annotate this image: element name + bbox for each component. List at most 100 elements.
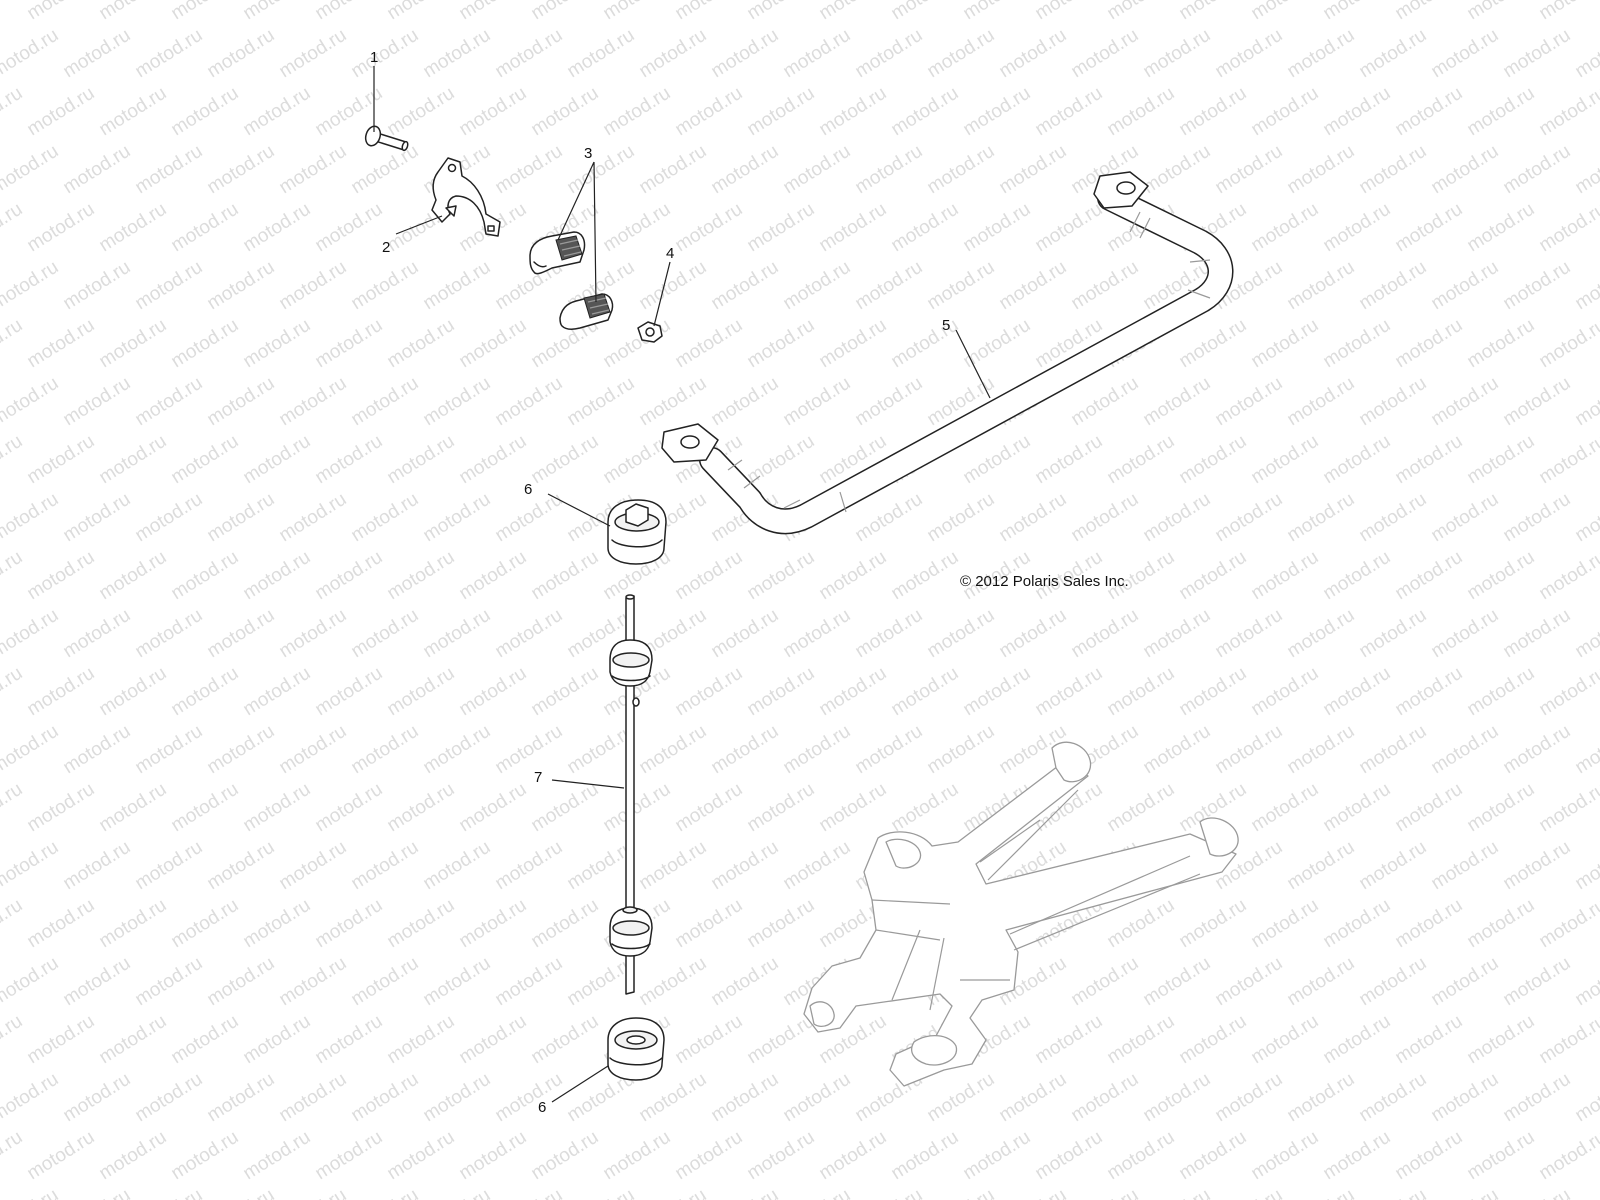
watermark-text: motod.ru — [672, 779, 747, 837]
part-6-bushing-upper — [607, 499, 667, 565]
watermark-text: motod.ru — [1428, 605, 1503, 663]
watermark-text: motod.ru — [816, 0, 891, 24]
watermark-text: motod.ru — [240, 547, 315, 605]
watermark-text: motod.ru — [348, 489, 423, 547]
watermark-text: motod.ru — [1032, 1127, 1107, 1185]
watermark-text: motod.ru — [276, 605, 351, 663]
watermark-text: motod.ru — [1176, 1011, 1251, 1069]
watermark-text: motod.ru — [600, 83, 675, 141]
watermark-text: motod.ru — [1140, 25, 1215, 83]
watermark-text: motod.ru — [132, 373, 207, 431]
watermark-text: motod.ru — [1248, 83, 1323, 141]
watermark-text: motod.ru — [1464, 1127, 1539, 1185]
watermark-text: motod.ru — [528, 83, 603, 141]
watermark-text: motod.ru — [492, 25, 567, 83]
watermark-text: motod.ru — [528, 547, 603, 605]
watermark-text: motod.ru — [0, 895, 26, 953]
watermark-text: motod.ru — [1500, 1069, 1575, 1127]
watermark-text: motod.ru — [672, 0, 747, 24]
watermark-text: motod.ru — [1356, 953, 1431, 1011]
watermark-text: motod.ru — [1248, 779, 1323, 837]
watermark-text: motod.ru — [744, 547, 819, 605]
watermark-text: motod.ru — [492, 605, 567, 663]
watermark-text: motod.ru — [1392, 0, 1467, 24]
callout-3: 3 — [584, 145, 592, 162]
watermark-text: motod.ru — [708, 605, 783, 663]
watermark-text: motod.ru — [1212, 721, 1287, 779]
watermark-text: motod.ru — [672, 547, 747, 605]
watermark-text: motod.ru — [456, 779, 531, 837]
watermark-text: motod.ru — [672, 315, 747, 373]
watermark-text: motod.ru — [0, 431, 26, 489]
watermark-text: motod.ru — [1464, 663, 1539, 721]
watermark-text: motod.ru — [24, 1011, 99, 1069]
watermark-text: motod.ru — [492, 721, 567, 779]
watermark-text: motod.ru — [384, 1127, 459, 1185]
watermark-text: motod.ru — [1536, 663, 1600, 721]
watermark-text: motod.ru — [1500, 489, 1575, 547]
watermark-text: motod.ru — [1284, 953, 1359, 1011]
watermark-text: motod.ru — [420, 837, 495, 895]
watermark-text: motod.ru — [744, 895, 819, 953]
watermark-text: motod.ru — [996, 1069, 1071, 1127]
watermark-text: motod.ru — [168, 431, 243, 489]
watermark-text: motod.ru — [1356, 721, 1431, 779]
watermark-text: motod.ru — [96, 779, 171, 837]
watermark-text: motod.ru — [1356, 141, 1431, 199]
watermark-text: motod.ru — [1428, 721, 1503, 779]
watermark-text: motod.ru — [1320, 315, 1395, 373]
watermark-text: motod.ru — [168, 895, 243, 953]
watermark-text: motod.ru — [168, 83, 243, 141]
part-4-nut — [637, 321, 663, 343]
watermark-text: motod.ru — [276, 141, 351, 199]
watermark-text: motod.ru — [1104, 779, 1179, 837]
watermark-text: motod.ru — [888, 1127, 963, 1185]
watermark-text: motod.ru — [744, 199, 819, 257]
watermark-text: motod.ru — [852, 373, 927, 431]
watermark-text: motod.ru — [1500, 257, 1575, 315]
watermark-text: motod.ru — [0, 25, 62, 83]
watermark-text: motod.ru — [384, 431, 459, 489]
watermark-text: motod.ru — [744, 83, 819, 141]
watermark-text: motod.ru — [816, 199, 891, 257]
watermark-text: motod.ru — [1248, 663, 1323, 721]
watermark-text: motod.ru — [1248, 1127, 1323, 1185]
watermark-text: motod.ru — [780, 605, 855, 663]
watermark-text: motod.ru — [1212, 25, 1287, 83]
watermark-text: motod.ru — [1392, 315, 1467, 373]
watermark-text: motod.ru — [672, 83, 747, 141]
watermark-text: motod.ru — [924, 605, 999, 663]
watermark-text: motod.ru — [1248, 199, 1323, 257]
watermark-text: motod.ru — [888, 199, 963, 257]
watermark-text: motod.ru — [168, 199, 243, 257]
watermark-text: motod.ru — [672, 895, 747, 953]
watermark-text: motod.ru — [348, 953, 423, 1011]
watermark-text: motod.ru — [132, 141, 207, 199]
watermark-text: motod.ru — [564, 141, 639, 199]
watermark-text: motod.ru — [1392, 663, 1467, 721]
watermark-text: motod.ru — [1212, 1069, 1287, 1127]
watermark-text: motod.ru — [816, 83, 891, 141]
watermark-text: motod.ru — [348, 25, 423, 83]
watermark-text: motod.ru — [456, 0, 531, 24]
watermark-text: motod.ru — [204, 837, 279, 895]
watermark-text: motod.ru — [204, 721, 279, 779]
watermark-text: motod.ru — [780, 141, 855, 199]
watermark-text: motod.ru — [0, 1185, 62, 1200]
watermark-text: motod.ru — [564, 373, 639, 431]
watermark-text: motod.ru — [1068, 953, 1143, 1011]
watermark-text: motod.ru — [1248, 315, 1323, 373]
watermark-text: motod.ru — [1248, 1011, 1323, 1069]
watermark-text: motod.ru — [528, 895, 603, 953]
watermark-text: motod.ru — [456, 663, 531, 721]
watermark-text: motod.ru — [1176, 431, 1251, 489]
watermark-text: motod.ru — [1068, 605, 1143, 663]
watermark-text: motod.ru — [1572, 1069, 1600, 1127]
watermark-text: motod.ru — [1212, 373, 1287, 431]
watermark-text: motod.ru — [1392, 83, 1467, 141]
callout-6-upper: 6 — [524, 481, 532, 498]
watermark-text: motod.ru — [132, 489, 207, 547]
watermark-text: motod.ru — [708, 721, 783, 779]
watermark-text: motod.ru — [276, 1185, 351, 1200]
